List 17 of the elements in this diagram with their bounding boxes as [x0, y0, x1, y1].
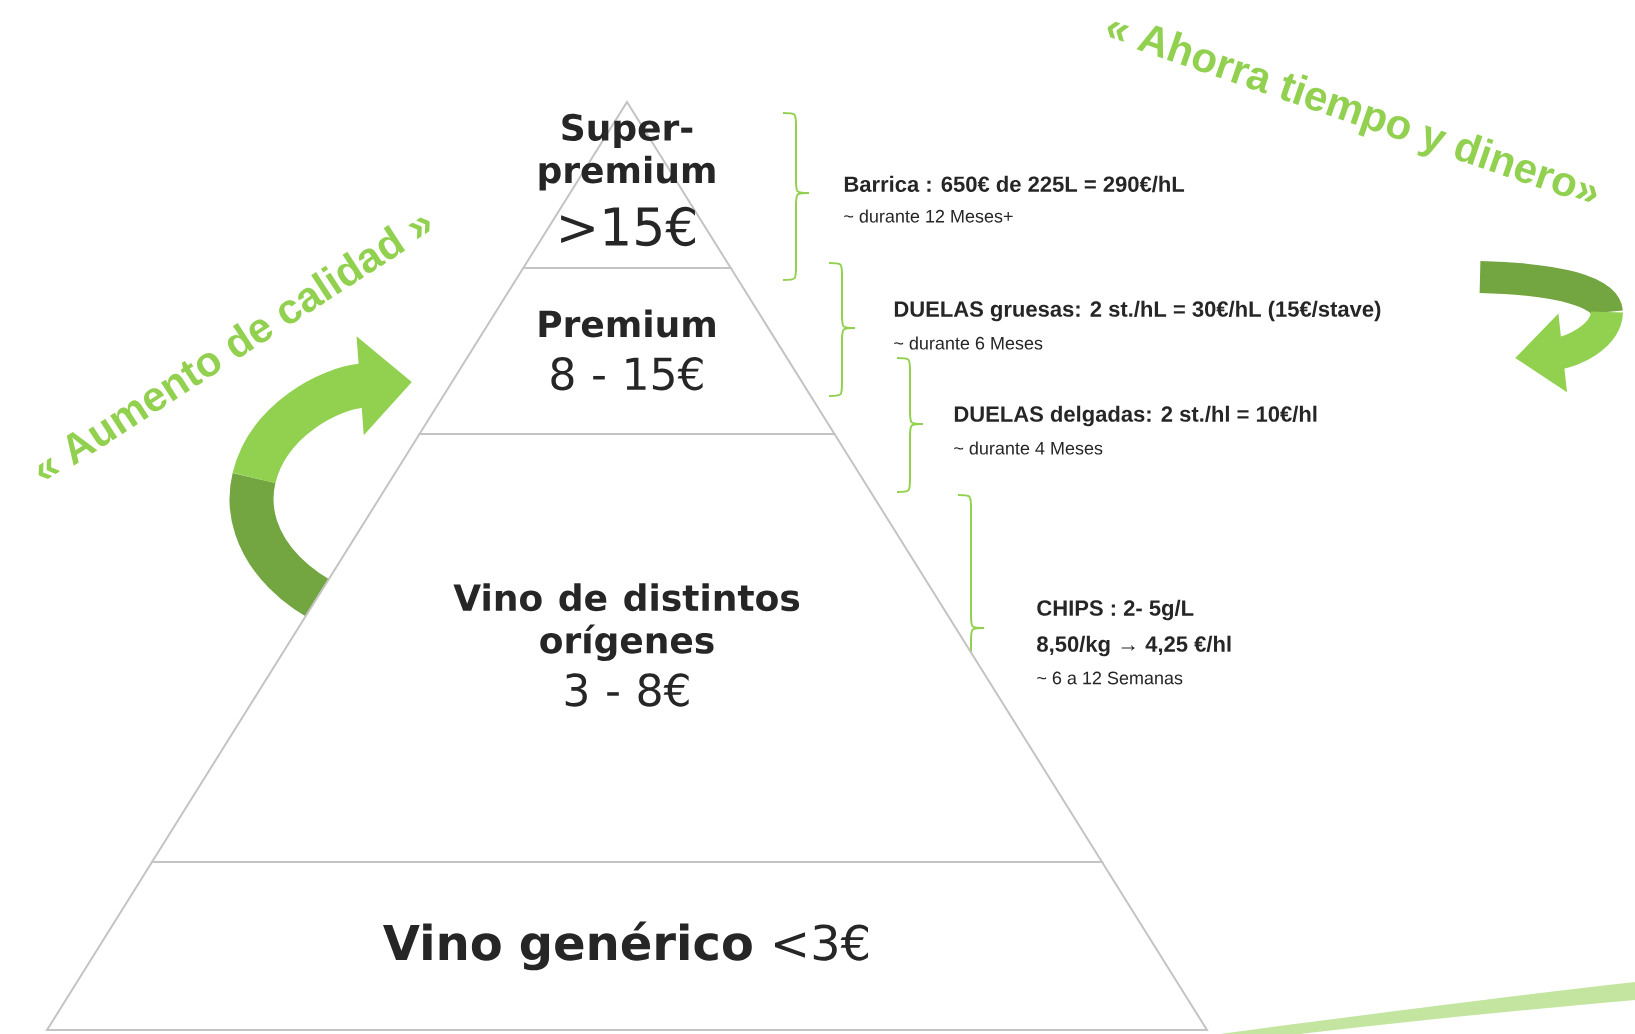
price-label: >15€ — [561, 206, 695, 247]
cost-note: CHIPS : 2- 5g/L — [1037, 599, 1194, 621]
cost-note: DUELAS delgadas: 2 st./hl = 10€/hl — [954, 405, 1317, 427]
tier-name: Super- premium — [539, 113, 715, 191]
cost-note: 8,50/kg → 4,25 €/hl — [1037, 635, 1231, 657]
price-label: 8 - 15€ — [551, 357, 703, 391]
duration-note: ~ durante 4 Meses — [954, 441, 1103, 455]
duration-note: ~ durante 12 Meses+ — [844, 209, 1013, 223]
price-label: 3 - 8€ — [565, 673, 689, 707]
duration-note: ~ durante 6 Meses — [894, 336, 1043, 350]
cost-note: DUELAS gruesas: 2 st./hL = 30€/hL (15€/stave) — [894, 300, 1381, 322]
tier-name: Premium — [539, 309, 715, 338]
cost-note: Barrica : 650€ de 225L = 290€/hL — [844, 175, 1185, 193]
price-label: <3€ — [775, 924, 868, 961]
duration-note: ~ 6 a 12 Semanas — [1037, 671, 1183, 685]
tier-name: Vino genérico — [383, 921, 752, 971]
tier-name: Vino de distintos orígenes — [453, 583, 800, 661]
